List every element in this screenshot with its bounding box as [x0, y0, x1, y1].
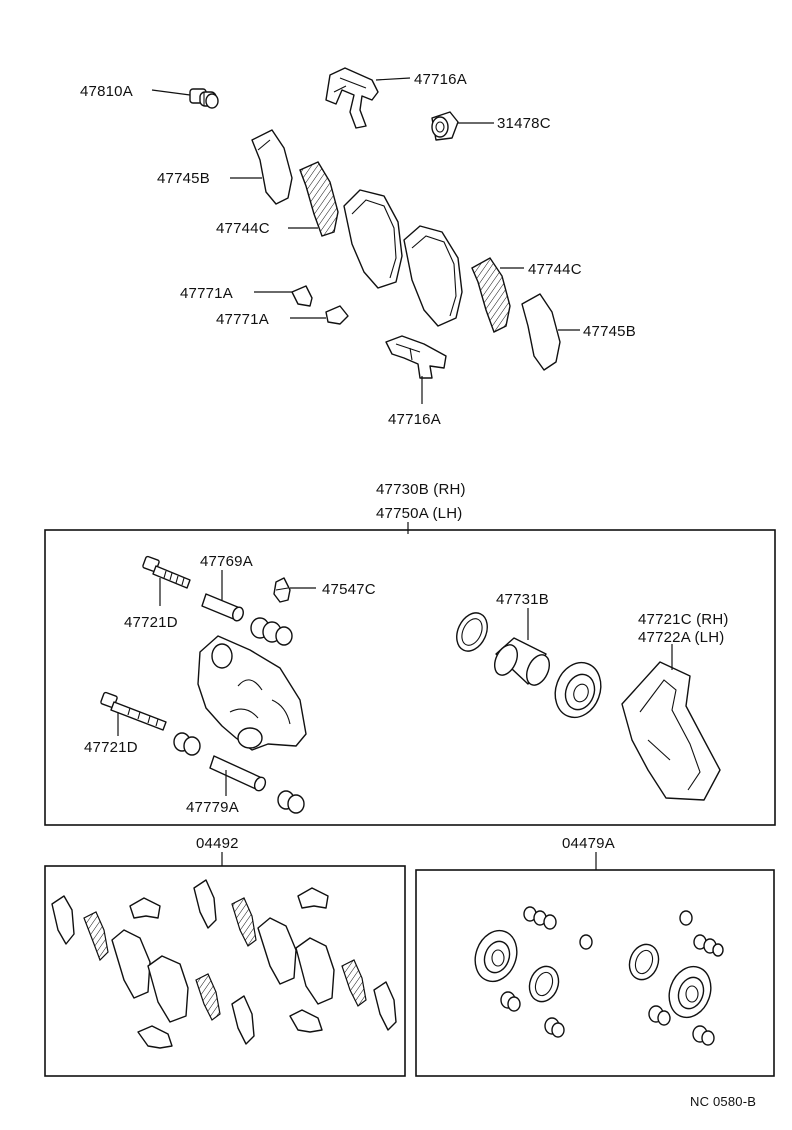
- label-47721C-rh: 47721C (RH): [638, 611, 729, 628]
- label-47745B-left: 47745B: [157, 170, 210, 187]
- brake-pad-outer-part: [403, 225, 463, 327]
- label-47744C-left: 47744C: [216, 220, 270, 237]
- pad-support-plate-top-part: [325, 67, 379, 129]
- label-47722A-lh: 47722A (LH): [638, 629, 724, 646]
- kit-pad-label: 04492: [196, 835, 239, 852]
- label-47771A-2: 47771A: [216, 311, 269, 328]
- dust-boot-upper-part: [250, 617, 293, 646]
- caliper-body-part: [197, 635, 307, 751]
- leader-47810A: [151, 89, 191, 96]
- cylinder-boot-part: [431, 111, 459, 141]
- caliper-piston-part: [493, 637, 551, 686]
- slide-pin-lower-part: [209, 755, 267, 792]
- slide-pin-upper-part: [201, 593, 244, 622]
- pad-wear-indicator-clip-2-part: [325, 305, 349, 325]
- leader-47716A-top: [375, 77, 411, 81]
- caliper-bolt-bottom-part: [100, 691, 167, 731]
- dust-boot-lower-left-part: [173, 732, 201, 756]
- bleeder-screw-part: [273, 577, 291, 603]
- piston-boot-part: [554, 661, 602, 719]
- label-47716A-bottom: 47716A: [388, 411, 441, 428]
- pad-kit-box: [44, 865, 406, 1077]
- pad-support-plate-bottom-part: [385, 335, 447, 379]
- label-47771A-1: 47771A: [180, 285, 233, 302]
- anti-squeal-shim-right-part: [521, 293, 561, 371]
- seal-kit-contents: [474, 906, 724, 1046]
- pad-wear-indicator-clip-1-part: [291, 285, 313, 307]
- brake-pad-inner-part: [343, 189, 403, 289]
- pad-kit-contents: [51, 879, 397, 1049]
- anti-squeal-shim-left-part: [251, 129, 293, 205]
- label-47721D-top: 47721D: [124, 614, 178, 631]
- bleeder-plug-part: [189, 88, 219, 109]
- torque-plate-part: [621, 661, 721, 801]
- label-47744C-right: 47744C: [528, 261, 582, 278]
- piston-seal-part: [456, 612, 488, 652]
- label-47716A-top: 47716A: [414, 71, 467, 88]
- caliper-bolt-top-part: [142, 555, 191, 589]
- diagram-id: NC 0580-B: [690, 1094, 756, 1109]
- caliper-assembly-box: [44, 529, 776, 826]
- label-47769A: 47769A: [200, 553, 253, 570]
- kit-seal-label: 04479A: [562, 835, 615, 852]
- caliper-title-rh: 47730B (RH): [376, 481, 466, 498]
- caliper-title-lh: 47750A (LH): [376, 505, 462, 522]
- label-47547C: 47547C: [322, 581, 376, 598]
- anti-squeal-shim-hatched-left-part: [299, 161, 339, 237]
- label-47721D-bottom: 47721D: [84, 739, 138, 756]
- seal-kit-box: [415, 869, 775, 1077]
- anti-squeal-shim-hatched-right-part: [471, 257, 511, 333]
- dust-boot-lower-right-part: [277, 790, 305, 814]
- label-47731B: 47731B: [496, 591, 549, 608]
- label-47810A: 47810A: [80, 83, 133, 100]
- label-31478C: 31478C: [497, 115, 551, 132]
- label-47779A: 47779A: [186, 799, 239, 816]
- label-47745B-right: 47745B: [583, 323, 636, 340]
